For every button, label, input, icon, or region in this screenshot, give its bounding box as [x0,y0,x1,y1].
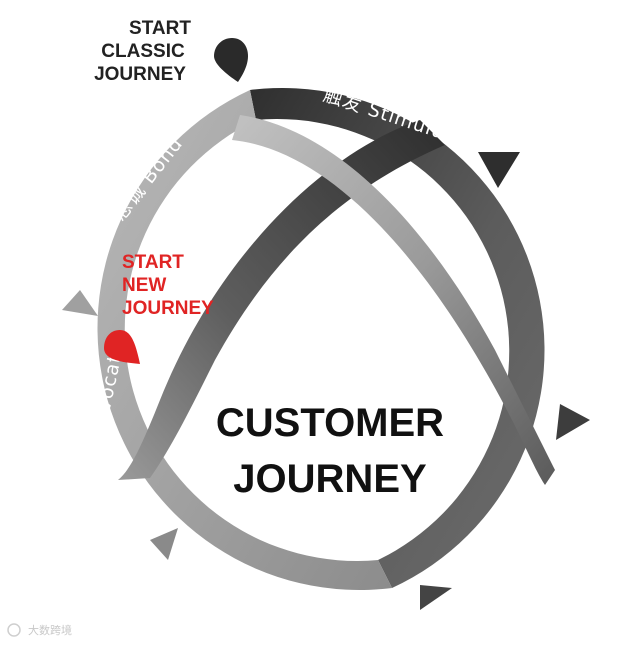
start-classic-line-1: START [129,18,191,39]
watermark: 大数跨境 [7,623,72,637]
ring-right-segment [250,87,545,589]
ring-arrow-experience [150,528,178,560]
ring-arrow-stimulus [478,152,520,188]
center-title-line-1: CUSTOMER [216,401,444,445]
start-new-line-3: JOURNEY [122,298,214,319]
watermark-text: 大数跨境 [28,623,72,637]
center-title-line-2: JOURNEY [233,457,427,501]
start-new-line-2: NEW [122,275,166,296]
start-classic-pin-icon [214,38,248,82]
cross-path-dark [118,120,445,480]
start-new-pin-icon [104,330,140,364]
start-new-line-1: START [122,252,184,273]
ring-arrow-evaluate [556,404,590,440]
ring-arrow-buy [420,585,452,610]
ring-arrow-advocate [62,290,98,316]
start-classic-line-3: JOURNEY [94,64,186,85]
start-new-callout: START NEW JOURNEY [104,252,214,364]
stage-label-evaluate: 评估 Evaluate [543,217,607,355]
start-classic-callout: START CLASSIC JOURNEY [94,18,248,85]
watermark-logo-icon [7,623,21,637]
start-classic-line-2: CLASSIC [101,41,185,62]
